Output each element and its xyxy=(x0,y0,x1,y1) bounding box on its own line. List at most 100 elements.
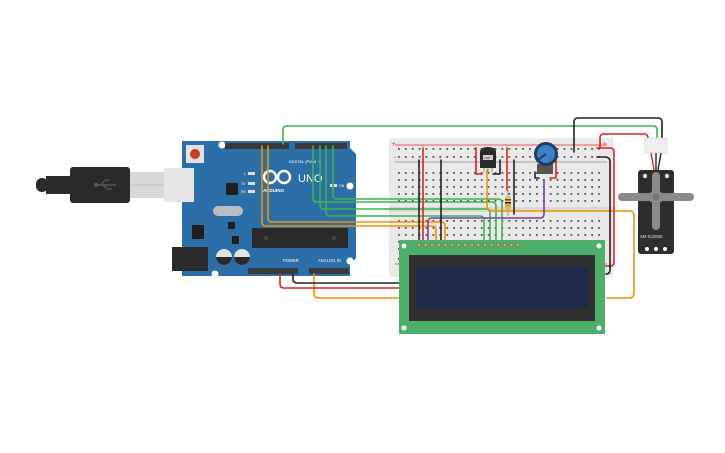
lcd-pin[interactable] xyxy=(430,242,435,248)
digital-header-left[interactable] xyxy=(225,143,289,149)
breadboard-hole[interactable] xyxy=(515,227,518,229)
breadboard-hole[interactable] xyxy=(404,227,407,229)
breadboard-hole[interactable] xyxy=(473,156,476,158)
breadboard-hole[interactable] xyxy=(563,220,566,222)
breadboard-hole[interactable] xyxy=(467,186,469,188)
breadboard-hole[interactable] xyxy=(549,193,552,195)
breadboard-hole[interactable] xyxy=(549,186,552,188)
breadboard-hole[interactable] xyxy=(439,156,442,158)
breadboard-hole[interactable] xyxy=(536,234,538,236)
breadboard-hole[interactable] xyxy=(487,179,490,181)
breadboard-hole[interactable] xyxy=(404,179,407,181)
breadboard-hole[interactable] xyxy=(529,186,531,188)
breadboard-hole[interactable] xyxy=(549,179,552,181)
breadboard-hole[interactable] xyxy=(536,172,538,174)
breadboard-hole[interactable] xyxy=(473,179,476,181)
breadboard-hole[interactable] xyxy=(549,234,552,236)
breadboard-hole[interactable] xyxy=(425,148,428,150)
breadboard-hole[interactable] xyxy=(577,193,580,195)
breadboard-hole[interactable] xyxy=(467,193,469,195)
breadboard-hole[interactable] xyxy=(556,220,559,222)
breadboard-hole[interactable] xyxy=(508,234,511,236)
breadboard-hole[interactable] xyxy=(549,227,552,229)
breadboard-hole[interactable] xyxy=(591,156,593,158)
breadboard-hole[interactable] xyxy=(584,186,587,188)
wire-green[interactable] xyxy=(312,145,497,243)
breadboard-hole[interactable] xyxy=(411,179,414,181)
breadboard-hole[interactable] xyxy=(577,200,580,202)
breadboard-hole[interactable] xyxy=(501,186,504,188)
breadboard-hole[interactable] xyxy=(549,220,552,222)
breadboard-hole[interactable] xyxy=(425,186,428,188)
breadboard-hole[interactable] xyxy=(467,172,469,174)
breadboard-hole[interactable] xyxy=(584,234,587,236)
lcd-pin[interactable] xyxy=(515,242,521,248)
breadboard-hole[interactable] xyxy=(467,148,469,150)
breadboard-hole[interactable] xyxy=(591,148,593,150)
breadboard-hole[interactable] xyxy=(446,186,449,188)
breadboard-hole[interactable] xyxy=(460,193,462,195)
breadboard-hole[interactable] xyxy=(591,172,593,174)
breadboard-hole[interactable] xyxy=(480,220,483,222)
breadboard-hole[interactable] xyxy=(453,156,455,158)
lcd-16x2[interactable] xyxy=(399,240,605,334)
lcd-pin-row[interactable] xyxy=(416,242,521,248)
wire-black[interactable] xyxy=(596,156,611,275)
breadboard-hole[interactable] xyxy=(542,227,545,229)
breadboard-hole[interactable] xyxy=(577,179,580,181)
breadboard-hole[interactable] xyxy=(453,172,455,174)
wire-red[interactable] xyxy=(279,273,401,289)
breadboard-hole[interactable] xyxy=(487,227,490,229)
breadboard-hole[interactable] xyxy=(404,193,407,195)
breadboard-hole[interactable] xyxy=(467,220,469,222)
breadboard-hole[interactable] xyxy=(515,234,518,236)
breadboard-hole[interactable] xyxy=(460,220,462,222)
breadboard-hole[interactable] xyxy=(425,200,428,202)
breadboard-hole[interactable] xyxy=(446,156,449,158)
breadboard-hole[interactable] xyxy=(529,156,531,158)
breadboard-hole[interactable] xyxy=(453,200,455,202)
wire-orange[interactable] xyxy=(486,169,635,299)
breadboard-hole[interactable] xyxy=(446,234,449,236)
breadboard-hole[interactable] xyxy=(425,193,428,195)
breadboard-hole[interactable] xyxy=(549,200,552,202)
breadboard-hole[interactable] xyxy=(584,148,587,150)
breadboard-hole[interactable] xyxy=(536,193,538,195)
breadboard-hole[interactable] xyxy=(515,193,518,195)
breadboard-hole[interactable] xyxy=(398,227,400,229)
servo-horn[interactable] xyxy=(618,172,694,230)
breadboard-hole[interactable] xyxy=(398,234,400,236)
breadboard-hole[interactable] xyxy=(487,220,490,222)
breadboard-hole[interactable] xyxy=(591,234,593,236)
servo-motor[interactable]: SM-S2309S xyxy=(618,137,694,254)
lcd-pin[interactable] xyxy=(449,242,455,248)
breadboard-hole[interactable] xyxy=(460,186,462,188)
breadboard-hole[interactable] xyxy=(536,186,538,188)
breadboard-hole[interactable] xyxy=(432,234,435,236)
lcd-pin[interactable] xyxy=(436,242,441,248)
breadboard-hole[interactable] xyxy=(508,179,511,181)
breadboard-hole[interactable] xyxy=(404,220,407,222)
breadboard-hole[interactable] xyxy=(411,172,414,174)
breadboard-hole[interactable] xyxy=(398,193,400,195)
breadboard-hole[interactable] xyxy=(473,148,476,150)
breadboard-hole[interactable] xyxy=(577,172,580,174)
breadboard-hole[interactable] xyxy=(515,172,518,174)
breadboard-hole[interactable] xyxy=(591,227,593,229)
breadboard-hole[interactable] xyxy=(563,186,566,188)
breadboard-hole[interactable] xyxy=(591,200,593,202)
breadboard-hole[interactable] xyxy=(432,193,435,195)
breadboard-hole[interactable] xyxy=(467,156,469,158)
breadboard-hole[interactable] xyxy=(563,148,566,150)
breadboard-hole[interactable] xyxy=(446,172,449,174)
breadboard-hole[interactable] xyxy=(425,172,428,174)
lcd-pin[interactable] xyxy=(416,242,422,248)
breadboard-hole[interactable] xyxy=(446,227,449,229)
power-header[interactable] xyxy=(248,268,298,274)
breadboard-hole[interactable] xyxy=(556,200,559,202)
breadboard-hole[interactable] xyxy=(473,227,476,229)
breadboard-hole[interactable] xyxy=(522,148,524,150)
breadboard-hole[interactable] xyxy=(591,220,593,222)
breadboard-hole[interactable] xyxy=(460,179,462,181)
lcd-pin[interactable] xyxy=(469,242,474,248)
